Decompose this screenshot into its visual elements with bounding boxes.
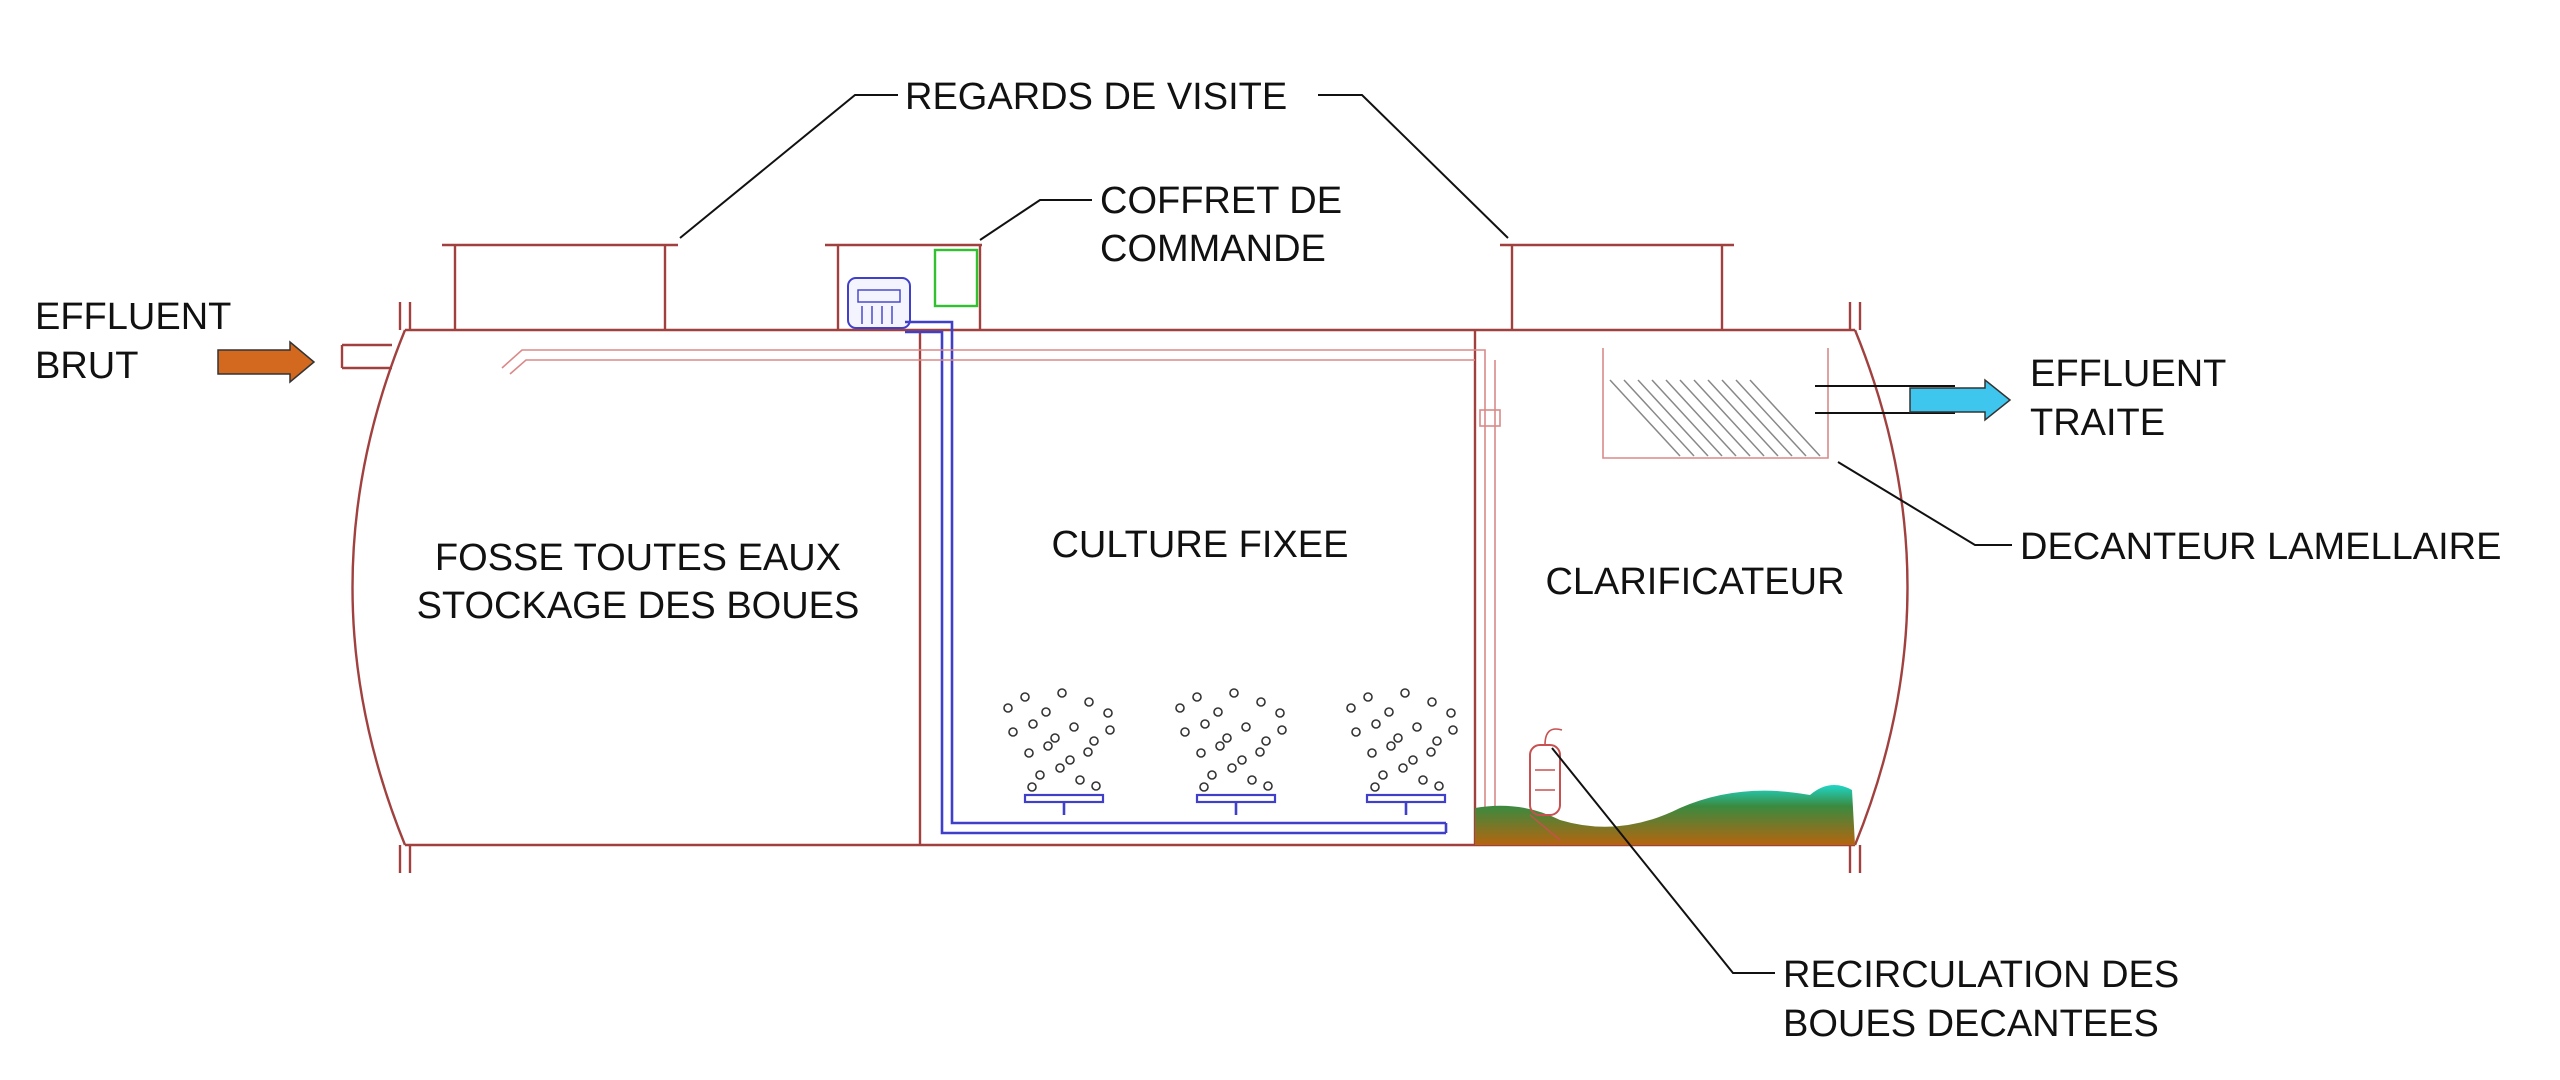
lamella-settler: [1602, 348, 1829, 459]
outlet-arrow-icon: [1909, 378, 2012, 422]
access-riser-right: [1500, 243, 1734, 330]
label-effluent-traite-line1: EFFLUENT: [2030, 353, 2226, 395]
diffuser-3: [1365, 793, 1447, 815]
label-regards-de-visite: REGARDS DE VISITE: [905, 76, 1287, 118]
label-fosse-line1: FOSSE TOUTES EAUX: [435, 537, 841, 579]
blower-unit-icon: [847, 277, 911, 329]
air-bubbles-3: [1346, 688, 1458, 792]
controller-housing: [825, 243, 982, 330]
label-coffret-line1: COFFRET DE: [1100, 180, 1342, 222]
leader-regards-right: [1318, 94, 1509, 239]
diffuser-1: [1023, 793, 1105, 815]
air-supply-line: [905, 320, 1448, 835]
label-effluent-brut-line2: BRUT: [35, 345, 138, 387]
leader-coffret: [979, 199, 1092, 241]
inlet-arrow-icon: [217, 340, 316, 384]
air-bubbles-1: [1003, 688, 1115, 792]
inlet-pipe: [340, 343, 392, 370]
leader-decanteur: [1837, 461, 2012, 546]
outlet-pipe: [1815, 385, 1955, 414]
diffuser-2: [1195, 793, 1277, 815]
label-decanteur-lamellaire: DECANTEUR LAMELLAIRE: [2020, 526, 2501, 568]
control-box-icon: [933, 248, 979, 308]
settled-sludge: [1475, 785, 1855, 845]
air-bubbles-2: [1175, 688, 1287, 792]
leader-recirculation: [1551, 747, 1775, 974]
leader-regards-left: [679, 94, 898, 239]
label-fosse-line2: STOCKAGE DES BOUES: [417, 585, 860, 627]
label-recirculation-line2: BOUES DECANTEES: [1783, 1003, 2159, 1045]
label-recirculation-line1: RECIRCULATION DES: [1783, 954, 2179, 996]
label-effluent-brut-line1: EFFLUENT: [35, 296, 231, 338]
recirculation-pump-icon: [1529, 728, 1563, 841]
label-coffret-line2: COMMANDE: [1100, 228, 1326, 270]
label-effluent-traite-line2: TRAITE: [2030, 402, 2165, 444]
recirculation-pipe: [501, 349, 1501, 810]
access-riser-left: [442, 243, 678, 330]
label-culture-fixee: CULTURE FIXEE: [1051, 524, 1348, 566]
label-clarificateur: CLARIFICATEUR: [1545, 561, 1844, 603]
